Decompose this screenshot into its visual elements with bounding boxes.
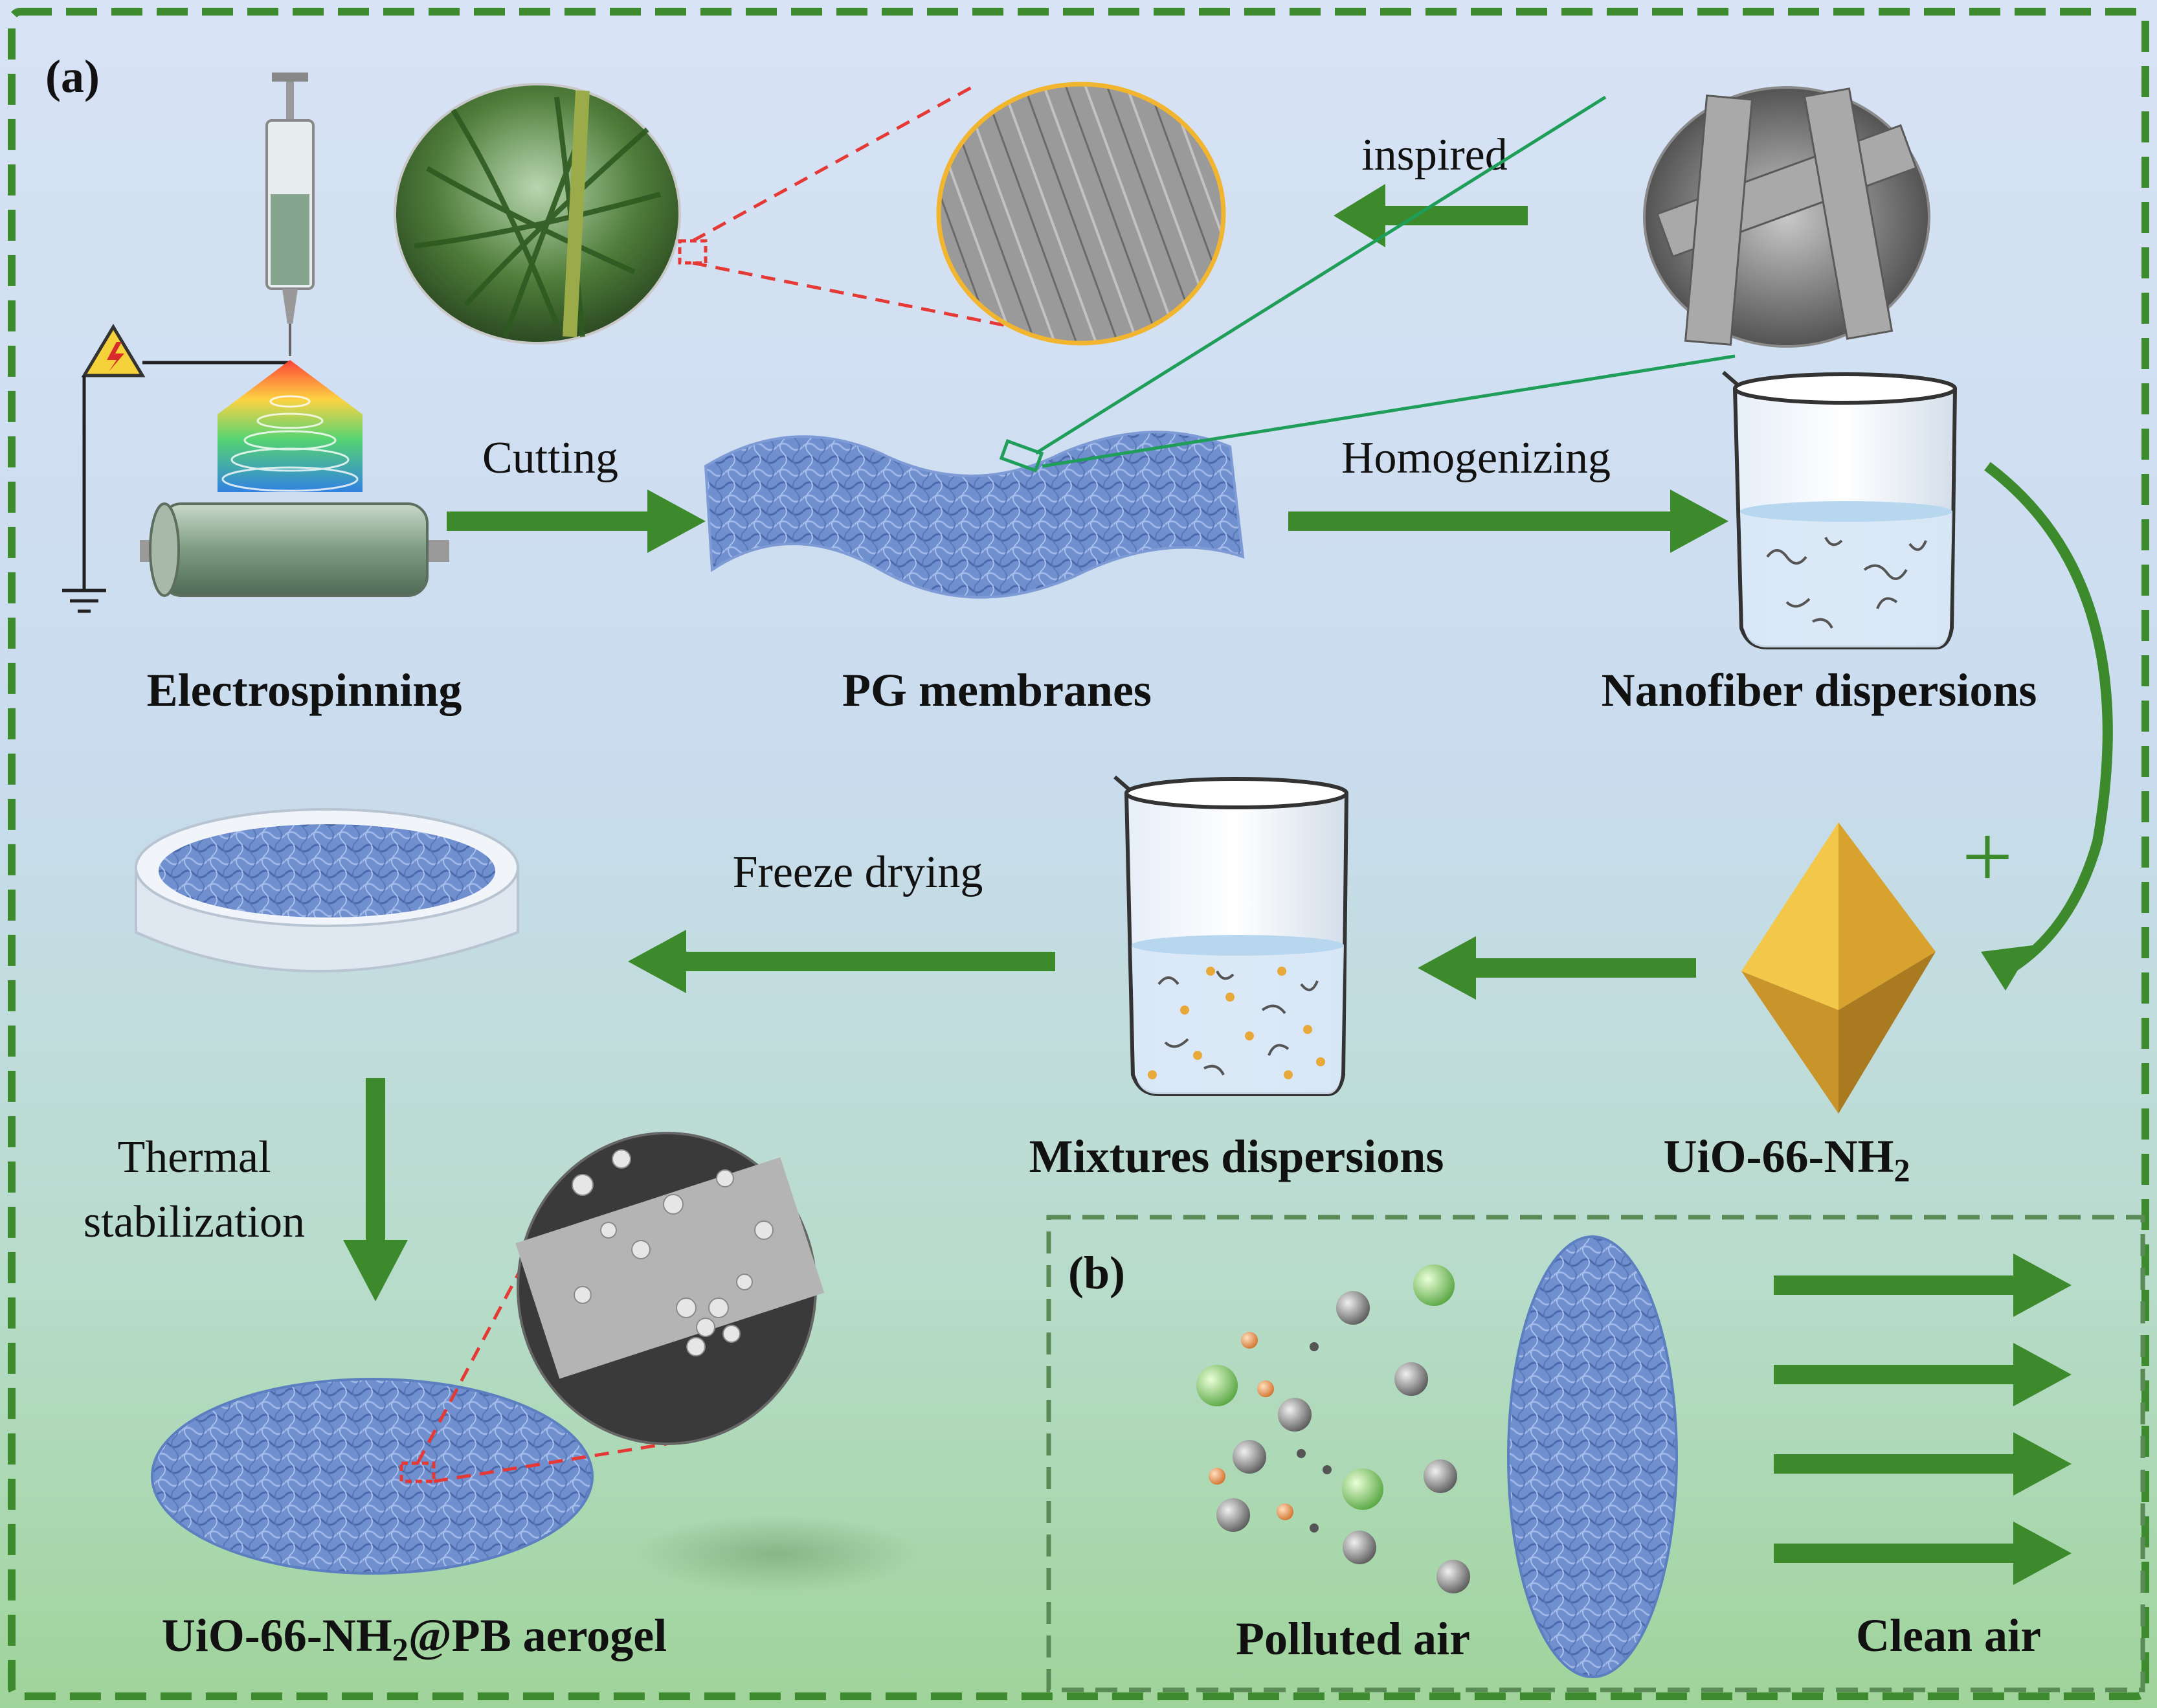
roller-end: [149, 502, 180, 597]
aerogel-filter: [1507, 1235, 1678, 1678]
panel-b-frame: [1046, 1215, 2145, 1692]
arrow-homogenizing: [1288, 489, 1728, 553]
outer-frame: [8, 8, 2149, 1700]
zoom-line-pine-2: [692, 261, 1030, 332]
label-homogenizing: Homogenizing: [1341, 433, 1611, 483]
label-clean-air: Clean air: [1856, 1610, 2041, 1661]
zoom-line-aerogel-1: [416, 1261, 526, 1465]
label-aerogel: UiO-66-NH2@PB aerogel: [162, 1610, 667, 1667]
syringe-rod: [286, 82, 294, 120]
pine-twig: [563, 90, 590, 337]
syringe-fluid: [271, 194, 309, 285]
petri-dish: [135, 808, 519, 972]
zoom-line-pine-1: [691, 82, 979, 243]
arrow-curve-to-mof: [1984, 462, 2113, 976]
nanofiber-squiggles: [1766, 537, 1927, 629]
label-pg-membranes: PG membranes: [842, 664, 1152, 716]
uio66-octahedron: [1741, 822, 1936, 1114]
zoom-line-aerogel-2: [433, 1442, 667, 1483]
aerogel-sem-particles: [572, 1149, 774, 1356]
aerogel-sem-fiber: [515, 1157, 825, 1379]
label-plus: +: [1962, 807, 2013, 907]
arrow-cutting: [447, 489, 706, 553]
pg-membrane: [704, 431, 1245, 599]
pine-needle-photo: [394, 83, 681, 344]
label-thermal-line2: stabilization: [84, 1197, 305, 1247]
label-mixtures-dispersions: Mixtures dispersions: [1029, 1130, 1444, 1182]
aerogel-shadow: [634, 1515, 919, 1593]
electrospinning-setup: [62, 73, 449, 613]
label-nanofiber-dispersions: Nanofiber dispersions: [1602, 664, 2037, 716]
lightning-bolt-icon: [107, 342, 124, 372]
arrow-mof-to-mixture: [1418, 936, 1696, 1000]
zoom-marker-membrane: [999, 439, 1044, 473]
aerogel-disk: [151, 1378, 594, 1575]
pollutant-particles: [1196, 1264, 1470, 1593]
beaker-nanofiber: [1722, 370, 1957, 649]
beaker-mixtures: [1113, 775, 1348, 1096]
nanofiber-strands: [1656, 87, 1917, 346]
label-polluted-air: Polluted air: [1236, 1613, 1470, 1665]
zoom-line-fiber-1: [1034, 95, 1607, 455]
label-thermal-line1: Thermal: [117, 1132, 271, 1182]
label-uio66: UiO-66-NH2: [1664, 1130, 1910, 1188]
mixture-particles: [1148, 967, 1325, 1079]
pine-sem-image: [936, 82, 1226, 346]
arrow-freeze-drying: [628, 930, 1055, 993]
panel-a-tag: (a): [45, 51, 100, 102]
clean-air-arrows: [1774, 1253, 2072, 1585]
arrow-curve-head: [1981, 945, 2033, 991]
syringe-tip: [282, 289, 298, 324]
arrow-thermal-stabilization: [343, 1078, 408, 1301]
label-cutting: Cutting: [482, 433, 618, 483]
label-electrospinning: Electrospinning: [147, 664, 462, 716]
spinning-jet-cone: [218, 360, 363, 492]
zoom-line-fiber-2: [1042, 354, 1736, 468]
jet-spiral: [221, 395, 359, 492]
syringe-plunger: [272, 73, 308, 82]
label-freeze-drying: Freeze drying: [733, 848, 983, 897]
panel-b-tag: (b): [1068, 1247, 1125, 1299]
roller-collector: [161, 502, 429, 597]
